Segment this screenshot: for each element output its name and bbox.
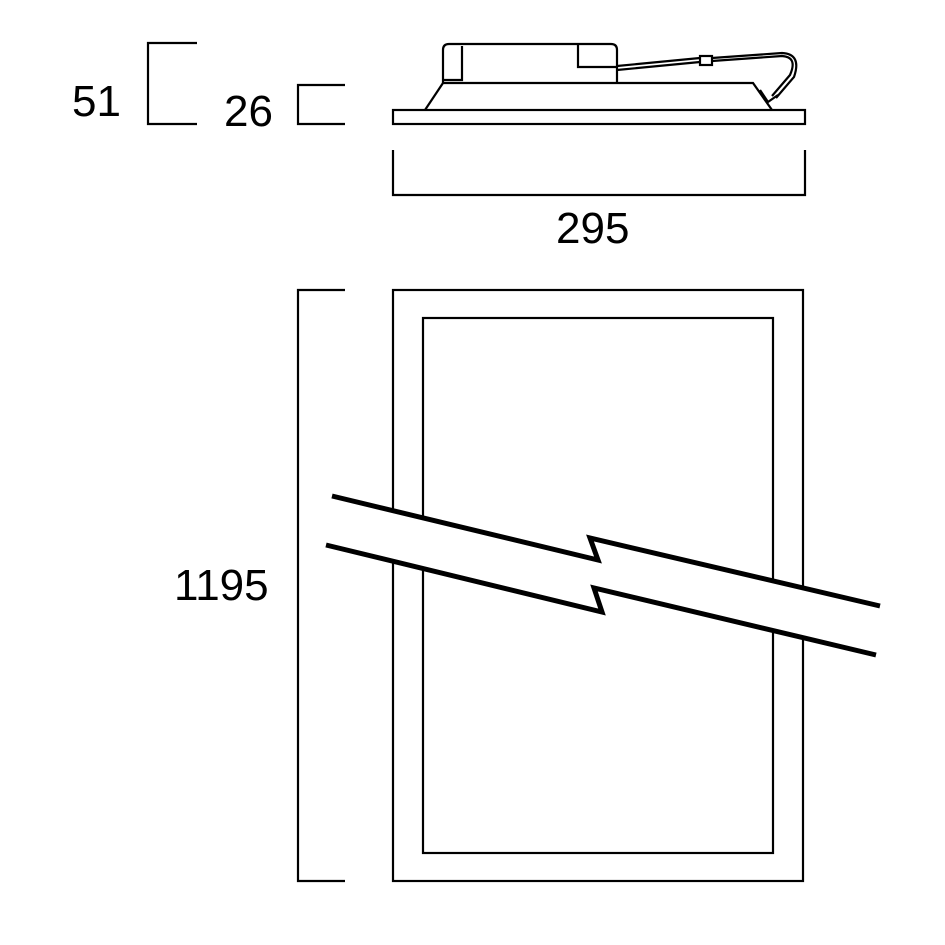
driver-box — [441, 42, 619, 83]
dimension-label-26: 26 — [224, 87, 273, 136]
break-line-upper — [331, 493, 881, 609]
cable-connector — [698, 54, 714, 67]
panel-plate — [391, 108, 807, 126]
dimension-bracket-51 — [146, 41, 197, 126]
driver-notch-right — [576, 44, 617, 69]
top-view — [325, 288, 881, 883]
cable — [616, 56, 701, 72]
driver-notch-left — [443, 46, 464, 82]
cable-gland — [759, 89, 779, 104]
dimension-label-1195: 1195 — [174, 561, 269, 610]
dimension-bracket-26 — [296, 83, 345, 126]
side-view — [391, 42, 807, 126]
dimension-label-51: 51 — [72, 77, 121, 126]
panel-housing — [424, 81, 773, 111]
dimension-bracket-1195 — [296, 288, 345, 883]
dimension-label-295: 295 — [556, 204, 630, 253]
break-band — [326, 496, 880, 655]
break-line-lower — [325, 542, 877, 658]
dimension-bracket-295 — [391, 150, 807, 197]
cable-loop — [711, 51, 798, 99]
